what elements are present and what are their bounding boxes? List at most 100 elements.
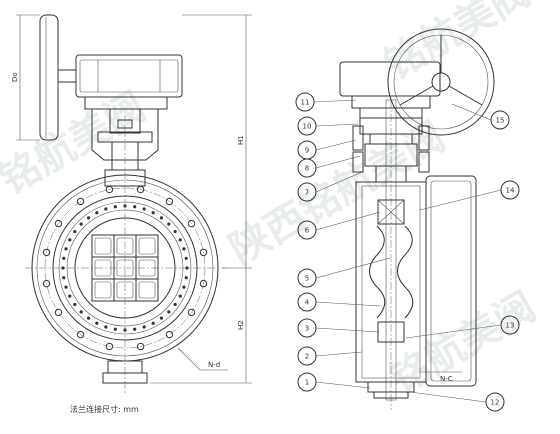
bolt-holes (42, 185, 208, 351)
part-callout-13: 13 (405, 315, 520, 339)
callout-number: 6 (305, 227, 310, 235)
callout-leader (315, 381, 371, 389)
bolt-hole (187, 219, 196, 228)
callout-number: 11 (301, 99, 310, 107)
seat-bolt (173, 229, 177, 234)
callout-leader (419, 189, 502, 211)
coupling (117, 119, 133, 129)
seat-bolt (182, 285, 186, 289)
bolt-hole (54, 308, 63, 317)
top-boss (104, 169, 146, 187)
stud-right-1 (418, 125, 430, 151)
seat-bolt (159, 216, 164, 220)
body-inner (361, 185, 421, 379)
seat-bolt (142, 207, 146, 211)
callout-balloon (295, 92, 315, 112)
cell (116, 281, 134, 299)
nc-label: N-C (440, 375, 453, 383)
seat-bolt (62, 256, 66, 260)
seat-bolt (79, 222, 83, 226)
callout-leader (409, 391, 487, 403)
cell (138, 281, 156, 299)
nd-label: N-d (208, 361, 220, 369)
seat-bolt (151, 211, 155, 215)
bearing-cross-2 (377, 199, 405, 225)
callout-balloon (297, 182, 317, 202)
callout-balloon (297, 372, 317, 392)
callout-leader (315, 351, 363, 357)
callout-number: 5 (305, 275, 309, 283)
callout-leader (315, 301, 381, 307)
bolt-hole (76, 330, 85, 339)
bolt-hole (76, 197, 85, 206)
bolt-hole (187, 308, 196, 317)
seat-bolt (73, 302, 77, 307)
bolt-hole (105, 342, 114, 351)
bolt-hole (105, 185, 114, 194)
bolt-hole (136, 342, 145, 351)
bottom-cap (102, 372, 148, 384)
callout-number: 4 (305, 299, 310, 307)
seat-bolt (113, 205, 117, 209)
seat-bolt (159, 316, 164, 320)
callout-balloon (297, 268, 317, 288)
watermark-center: 陕西铭航美阀 (222, 114, 453, 274)
callout-number: 1 (305, 379, 309, 387)
callout-leader (313, 99, 357, 103)
disc-profile-rear (369, 225, 386, 319)
callout-number: 14 (506, 187, 515, 195)
seat-bolt (167, 222, 171, 226)
part-callout-3: 3 (297, 318, 380, 338)
callout-balloon (490, 110, 510, 130)
part-callout-9: 9 (297, 139, 357, 160)
cell (138, 237, 156, 255)
cell (116, 237, 134, 255)
callout-balloon (297, 116, 317, 136)
stud-left-1 (352, 125, 364, 151)
watermark-top-right: 铭航美阀 (377, 0, 539, 89)
front-view: Do H1 H2 N-d 法兰连接尺寸: mm (11, 14, 252, 414)
disc-profile (397, 225, 414, 319)
disc-grid (91, 234, 159, 302)
seat-bolt (61, 266, 65, 270)
callout-number: 7 (305, 189, 309, 197)
callout-number: 9 (305, 147, 309, 155)
part-callout-15: 15 (451, 103, 510, 130)
seat-bolt (178, 238, 182, 242)
seat-bolt (62, 276, 66, 280)
callout-balloon (500, 180, 520, 200)
callout-balloon (485, 392, 505, 412)
part-callout-6: 6 (297, 211, 381, 240)
seat-bolt (173, 302, 177, 307)
seat-bolt (95, 211, 99, 215)
stem (385, 99, 397, 401)
callout-leader (315, 123, 359, 127)
bolt-hole (199, 248, 208, 257)
part-callout-2: 2 (297, 346, 363, 366)
seat-bolt (182, 247, 186, 251)
callout-balloon (297, 346, 317, 366)
bearing (377, 199, 405, 225)
seat-bolt (133, 205, 137, 209)
dim-do-label: Do (11, 72, 19, 82)
callout-balloon (297, 158, 317, 178)
dim-h2-label: H2 (237, 320, 245, 330)
seat-bolt (151, 321, 155, 325)
cell (138, 259, 156, 277)
handwheel-center (431, 72, 451, 92)
callout-number: 12 (491, 399, 500, 407)
seat-bolt (142, 325, 146, 329)
seat-bolt (133, 327, 137, 331)
handwheel-face (387, 28, 495, 136)
bolt-hole (165, 197, 174, 206)
callout-leader (315, 327, 380, 333)
callout-number: 3 (305, 325, 309, 333)
callout-balloon (500, 315, 520, 335)
gearbox-inner (79, 59, 179, 93)
seat-bolt (123, 204, 127, 208)
spoke-2 (448, 85, 483, 106)
seat-bolt (64, 285, 68, 289)
